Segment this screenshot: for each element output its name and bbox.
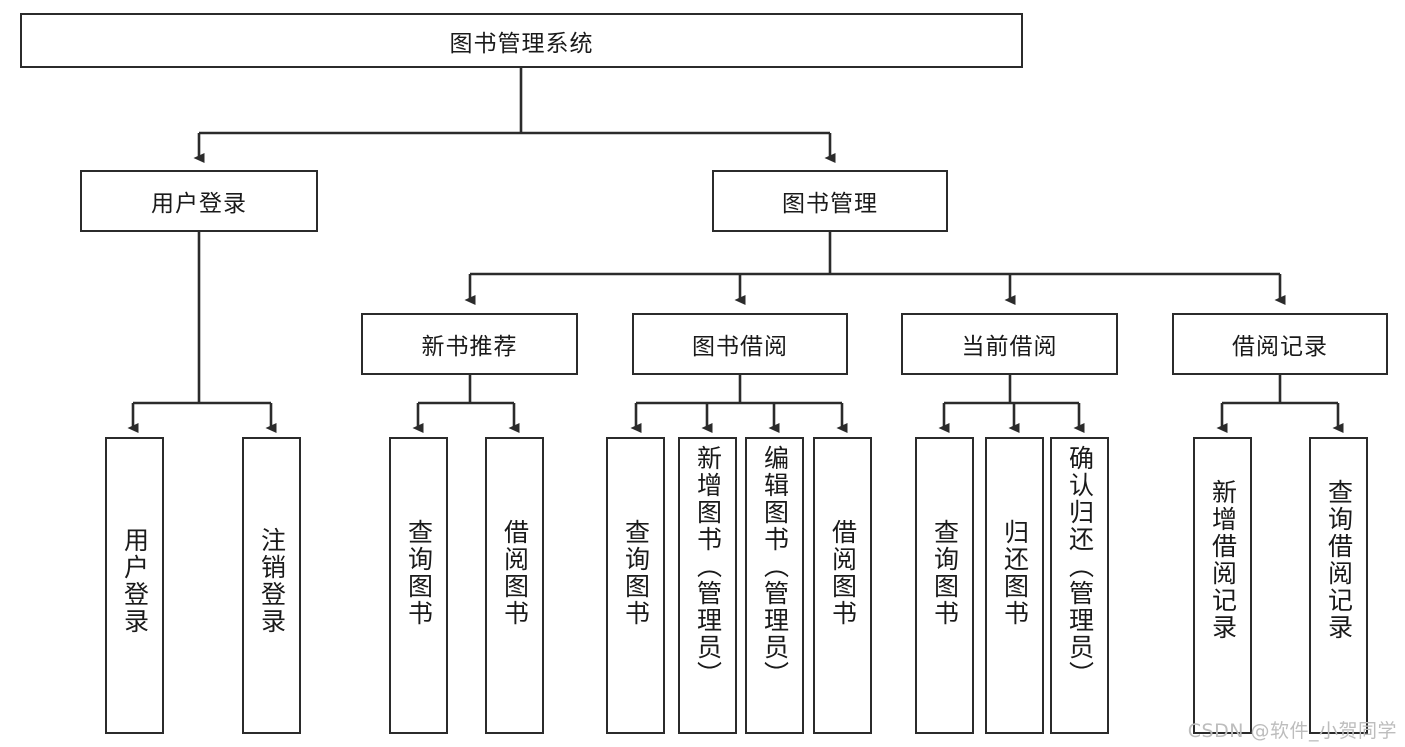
node-label: 借阅图书 [828, 519, 858, 627]
node-leaf-borrow-book-recommend[interactable]: 借阅图书 [485, 437, 544, 734]
node-label: 图书管理 [782, 191, 878, 217]
node-leaf-query-borrow-record[interactable]: 查询借阅记录 [1309, 437, 1368, 734]
node-label: 借阅记录 [1232, 334, 1328, 360]
node-label: 查询图书 [930, 519, 960, 627]
node-book-borrow[interactable]: 图书借阅 [632, 313, 848, 375]
node-leaf-edit-book-admin[interactable]: 编辑图书（管理员） [745, 437, 804, 734]
node-label: 图书借阅 [692, 334, 788, 360]
node-current-borrow[interactable]: 当前借阅 [901, 313, 1118, 375]
node-label: 图书管理系统 [449, 30, 594, 57]
node-label: 查询图书 [404, 519, 434, 627]
node-borrow-record[interactable]: 借阅记录 [1172, 313, 1388, 375]
node-label: 查询图书 [621, 519, 651, 627]
node-label: 当前借阅 [961, 334, 1058, 360]
node-root-book-management-system[interactable]: 图书管理系统 [20, 13, 1023, 68]
node-leaf-return-book[interactable]: 归还图书 [985, 437, 1044, 734]
node-leaf-confirm-return-admin[interactable]: 确认归还（管理员） [1050, 437, 1109, 734]
node-leaf-query-book-recommend[interactable]: 查询图书 [389, 437, 448, 734]
node-leaf-query-book-current[interactable]: 查询图书 [915, 437, 974, 734]
node-label: 新增图书（管理员） [693, 445, 723, 688]
node-label: 编辑图书（管理员） [760, 445, 790, 688]
node-label: 用户登录 [151, 191, 247, 217]
node-label: 借阅图书 [500, 519, 530, 627]
node-new-book-recommend[interactable]: 新书推荐 [361, 313, 578, 375]
node-leaf-query-book-borrow[interactable]: 查询图书 [606, 437, 665, 734]
node-label: 新书推荐 [421, 334, 518, 360]
node-book-management[interactable]: 图书管理 [712, 170, 948, 232]
csdn-watermark: CSDN @软件_小贺同学 [1187, 720, 1397, 742]
node-label: 归还图书 [1000, 519, 1030, 627]
node-leaf-user-login[interactable]: 用户登录 [105, 437, 164, 734]
node-label: 查询借阅记录 [1324, 479, 1354, 641]
node-label: 新增借阅记录 [1208, 479, 1238, 641]
node-leaf-logout[interactable]: 注销登录 [242, 437, 301, 734]
node-label: 注销登录 [257, 527, 287, 635]
node-leaf-add-book-admin[interactable]: 新增图书（管理员） [678, 437, 737, 734]
node-leaf-borrow-book[interactable]: 借阅图书 [813, 437, 872, 734]
node-label: 用户登录 [120, 527, 150, 635]
node-user-login[interactable]: 用户登录 [80, 170, 318, 232]
node-leaf-add-borrow-record[interactable]: 新增借阅记录 [1193, 437, 1252, 734]
node-label: 确认归还（管理员） [1065, 445, 1095, 688]
